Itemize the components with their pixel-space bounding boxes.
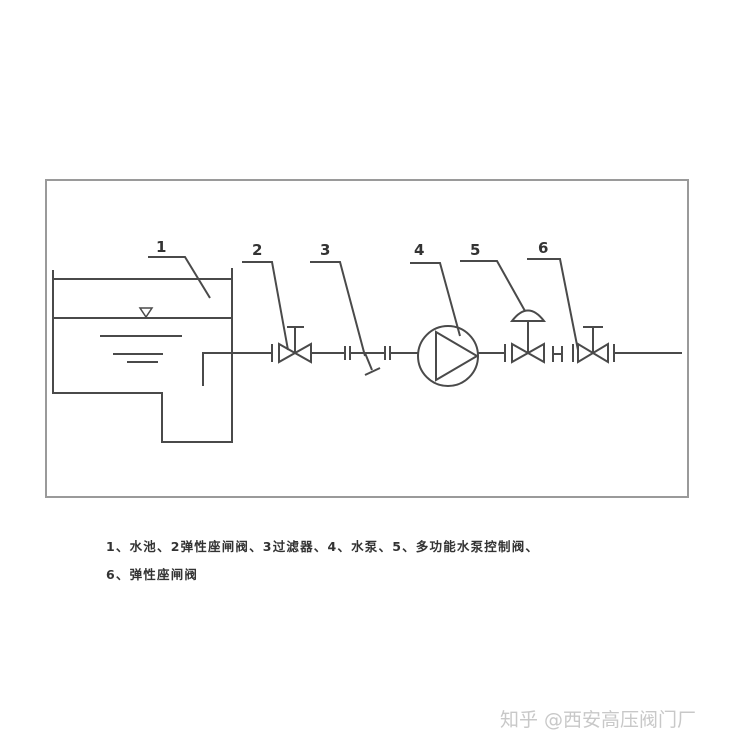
filter-3 [311, 346, 418, 376]
gate-valve-2 [271, 326, 312, 364]
caption-line-2: 6、弹性座闸阀 [106, 567, 199, 582]
gate-valve-6 [552, 326, 682, 364]
pump-4 [417, 325, 505, 387]
label-3: 3 [320, 241, 330, 259]
control-valve-5 [504, 309, 547, 364]
label-1: 1 [156, 238, 166, 256]
diagram-frame [45, 179, 689, 498]
label-2: 2 [252, 241, 262, 259]
water-level-icon [138, 307, 154, 319]
label-4: 4 [414, 241, 424, 259]
label-6: 6 [538, 239, 548, 257]
leader-lines [148, 256, 579, 357]
caption-line-1: 1、水池、2弹性座闸阀、3过滤器、4、水泵、5、多功能水泵控制阀、 [106, 539, 540, 554]
water-tank [52, 268, 272, 443]
label-5: 5 [470, 241, 480, 259]
watermark: 知乎 @西安高压阀门厂 [500, 709, 697, 731]
